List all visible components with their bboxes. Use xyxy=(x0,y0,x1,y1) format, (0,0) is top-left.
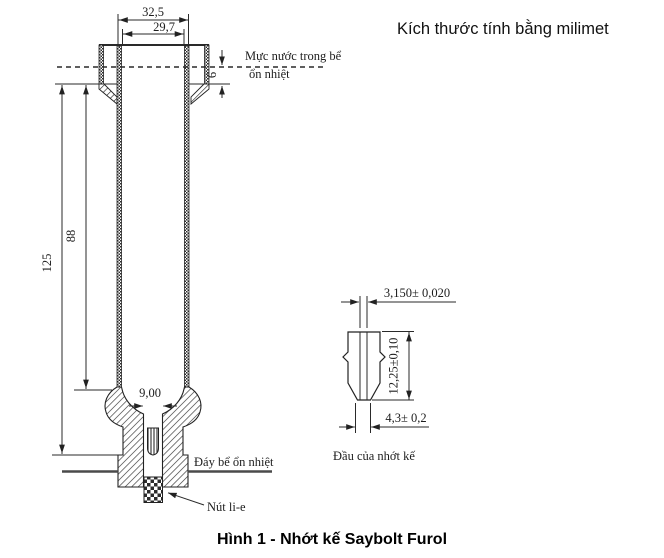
base-cross-section xyxy=(104,386,202,488)
orifice-insert xyxy=(147,427,159,456)
water-level-label-line1: Mực nước trong bể xyxy=(245,49,342,63)
dimension-outlet: 4,3± 0,2 xyxy=(339,403,429,433)
water-level-label: Mực nước trong bể ổn nhiệt xyxy=(245,49,342,81)
water-level-label-line2: ổn nhiệt xyxy=(249,67,290,81)
bath-bottom-label: Đáy bể ổn nhiệt xyxy=(194,455,274,469)
dim-tip-length-text: 12,25±0,10 xyxy=(387,338,401,395)
dim-rim-outer-text: 32,5 xyxy=(142,5,164,19)
dim-outlet-text: 4,3± 0,2 xyxy=(385,411,426,425)
tube-walls-cross-section xyxy=(116,45,190,389)
dimension-tip-length: 12,25±0,10 xyxy=(372,331,414,401)
dim-tube-height-text: 88 xyxy=(64,230,78,243)
tip-body xyxy=(342,331,386,401)
dim-overall-height-text: 125 xyxy=(40,254,54,273)
base-left-half xyxy=(104,386,145,488)
main-view: 32,5 29,7 xyxy=(40,5,342,514)
bath-bottom: Đáy bể ổn nhiệt xyxy=(62,455,274,473)
dimension-overall-height: 125 xyxy=(40,85,126,456)
figure-caption: Hình 1 - Nhớt kế Saybolt Furol xyxy=(217,531,447,548)
dimension-rim-inner: 29,7 xyxy=(122,20,185,45)
overflow-rim-cross-section xyxy=(98,44,210,105)
dim-bowl-outlet-text: 9,00 xyxy=(139,386,161,400)
units-note: Kích thước tính bằng milimet xyxy=(397,19,609,38)
dim-bore-text: 3,150± 0,020 xyxy=(384,286,450,300)
dimension-tube-height: 88 xyxy=(64,85,112,391)
detail-view: 3,150± 0,020 12,25±0,10 4,3± 0,2 Đầu của xyxy=(333,286,456,463)
rim-flange-left xyxy=(98,83,118,105)
tip-outline xyxy=(342,331,386,401)
cork-leader-arrow xyxy=(167,492,205,506)
tip-detail-label: Đầu của nhớt kế xyxy=(333,449,415,463)
dim-rim-inner-text: 29,7 xyxy=(153,20,175,34)
cork-label: Nút li-e xyxy=(207,500,246,514)
dimension-bowl-outlet: 9,00 xyxy=(129,386,177,409)
base-right-half xyxy=(161,386,202,488)
rim-flange-right xyxy=(190,83,210,105)
dimension-rim-outer: 32,5 xyxy=(117,5,189,45)
cork-plug-shape xyxy=(143,476,163,503)
dimension-water-depth: 6 xyxy=(205,50,225,98)
cork-plug: Nút li-e xyxy=(143,476,246,514)
dimension-bore: 3,150± 0,020 xyxy=(341,286,456,328)
dim-water-depth-text: 6 xyxy=(205,72,219,78)
